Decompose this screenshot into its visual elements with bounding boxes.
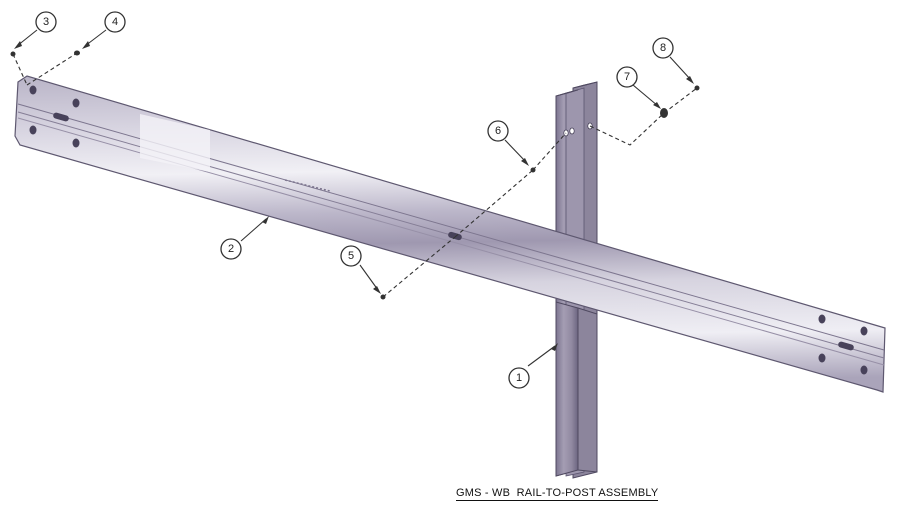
callout-3: 3 (35, 11, 57, 33)
callout-1: 1 (508, 367, 530, 389)
callout-8-label: 8 (660, 42, 666, 54)
callout-2-label: 2 (228, 243, 234, 255)
callout-3-label: 3 (43, 16, 49, 28)
w-beam-rail (14, 75, 886, 393)
callout-6: 6 (487, 120, 509, 142)
callout-6-label: 6 (495, 125, 501, 137)
nut-part-8 (694, 85, 700, 91)
steel-post-lower (555, 301, 598, 477)
assembly-dashed-lines (12, 52, 698, 298)
callout-7: 7 (616, 66, 638, 88)
callout-2: 2 (220, 238, 242, 260)
callout-5: 5 (340, 245, 362, 267)
callout-5-label: 5 (348, 250, 354, 262)
leader-lines (14, 29, 694, 367)
callout-4: 4 (104, 11, 126, 33)
diagram-caption: GMS - WB RAIL-TO-POST ASSEMBLY (456, 487, 659, 501)
callout-8: 8 (652, 37, 674, 59)
callout-7-label: 7 (624, 71, 630, 83)
callout-4-label: 4 (112, 16, 118, 28)
callout-1-label: 1 (516, 372, 522, 384)
